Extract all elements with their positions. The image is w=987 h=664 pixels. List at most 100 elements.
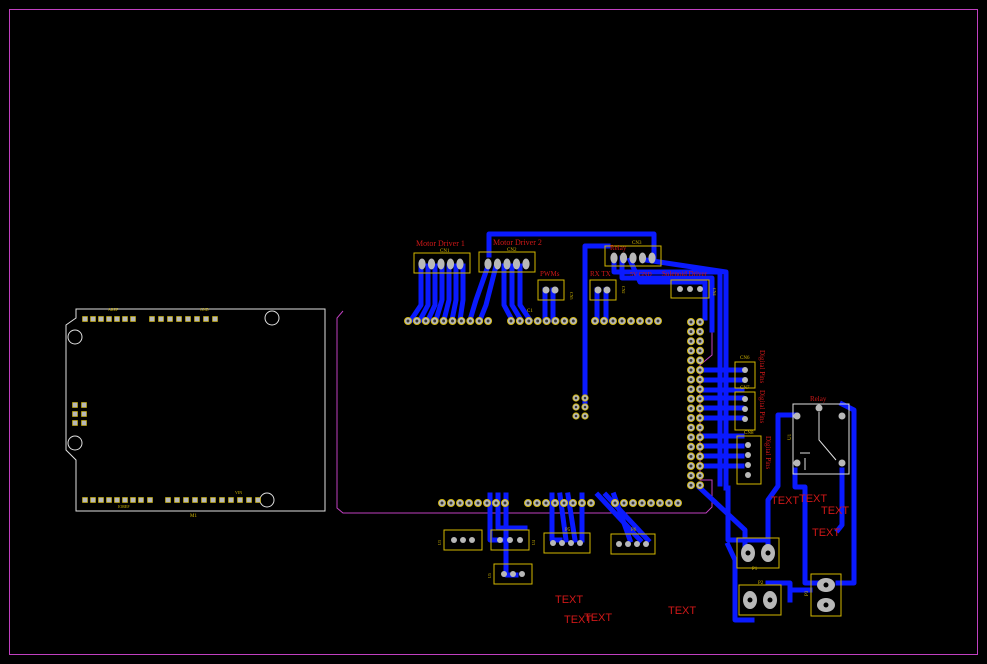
header-pin	[439, 316, 448, 325]
header-pin	[645, 316, 654, 325]
header-pin	[560, 316, 569, 325]
cn1-title: Motor Driver 1	[416, 239, 465, 248]
bottom-header-row	[437, 498, 683, 507]
text-marker: TEXT	[821, 505, 849, 517]
header-pin	[687, 356, 696, 365]
side-label-2: Digital Pins	[758, 390, 766, 424]
header-pin	[696, 413, 705, 422]
connector-p6: P6	[610, 528, 656, 555]
arduino-pin	[158, 316, 164, 322]
arduino-pin	[185, 316, 191, 322]
mount-hole	[264, 310, 280, 326]
arduino-pin	[149, 316, 155, 322]
u3-designator: U3	[437, 540, 442, 545]
connector-pin	[437, 258, 445, 270]
cn4-title: Solenoid Driver	[662, 270, 708, 278]
header-pin	[665, 498, 674, 507]
header-pin	[696, 433, 705, 442]
header-pin	[473, 498, 482, 507]
header-pin	[687, 404, 696, 413]
header-pin	[696, 481, 705, 490]
header-pin	[560, 498, 569, 507]
connector-cn6: CN6	[734, 356, 756, 389]
header-pin	[696, 442, 705, 451]
connector-cn1: Motor Driver 1 CN1	[413, 239, 471, 274]
icsp-pin	[81, 402, 87, 408]
header-pin	[551, 498, 560, 507]
p2-designator: P2	[758, 581, 764, 586]
connector-cn3: Relay CN3	[604, 241, 662, 267]
header-pin	[611, 498, 620, 507]
header-pin	[687, 317, 696, 326]
header-pin	[569, 498, 578, 507]
header-pin	[687, 423, 696, 432]
mount-hole	[67, 329, 83, 345]
cn3-title: Relay	[610, 244, 627, 252]
middle-small-header	[572, 394, 589, 420]
arduino-pin	[114, 497, 120, 503]
arduino-pin	[106, 316, 112, 322]
header-pin	[696, 337, 705, 346]
connector-p5: P5	[543, 528, 591, 554]
arduino-pin	[183, 497, 189, 503]
header-pin	[542, 498, 551, 507]
icsp-pin	[81, 411, 87, 417]
connector-u4: U4	[490, 529, 536, 551]
connector-pin	[484, 258, 492, 270]
header-pin	[542, 316, 551, 325]
arduino-pin	[130, 316, 136, 322]
header-pin	[500, 498, 509, 507]
header-pin	[687, 433, 696, 442]
header-pin	[687, 394, 696, 403]
header-pin	[696, 471, 705, 480]
icsp-pin	[81, 420, 87, 426]
header-pin	[696, 461, 705, 470]
arduino-footprint: AREF GND IOREF VIN M1	[65, 307, 326, 519]
header-pin	[620, 498, 629, 507]
header-pin	[687, 471, 696, 480]
connector-cn7: CN7	[734, 386, 756, 431]
header-pin	[569, 316, 578, 325]
header-pin	[430, 316, 439, 325]
arduino-pin	[237, 497, 243, 503]
arduino-pin	[246, 497, 252, 503]
arduino-pin	[194, 316, 200, 322]
header-pin	[687, 442, 696, 451]
text-marker: TEXT	[564, 614, 592, 626]
header-pin	[687, 327, 696, 336]
header-pin	[581, 412, 589, 420]
connector-pin	[512, 258, 521, 270]
board-outline	[9, 9, 978, 655]
text-marker: TEXT	[668, 605, 696, 617]
header-pin	[578, 498, 587, 507]
header-pin	[638, 498, 647, 507]
shield-outline	[336, 310, 713, 514]
arduino-pin	[106, 497, 112, 503]
header-pin	[491, 498, 500, 507]
arduino-bottom-label-2: VIN	[235, 490, 242, 495]
header-pin	[484, 316, 493, 325]
header-pin	[581, 394, 589, 402]
connector-pin	[456, 258, 464, 270]
mount-hole	[67, 435, 83, 451]
connector-cn4: Solenoid Driver 5V GND CN4	[630, 270, 717, 299]
header-pin	[647, 498, 656, 507]
header-pin	[446, 498, 455, 507]
arduino-pin	[90, 316, 96, 322]
arduino-bottom-label-1: IOREF	[118, 504, 130, 509]
header-pin	[600, 316, 609, 325]
arduino-pin	[192, 497, 198, 503]
header-pin	[482, 498, 491, 507]
connector-cn5: PWMs CN5	[537, 270, 574, 301]
header-pin	[506, 316, 515, 325]
connector-pin	[418, 258, 426, 270]
rxtx-designator: CN2	[621, 286, 626, 294]
cn2-designator: CN2	[507, 248, 517, 253]
header-pin	[674, 498, 683, 507]
connector-pin	[446, 258, 455, 270]
icsp-pin	[72, 402, 78, 408]
header-pin	[687, 365, 696, 374]
arduino-pin	[114, 316, 120, 322]
top-header-row	[403, 316, 663, 325]
